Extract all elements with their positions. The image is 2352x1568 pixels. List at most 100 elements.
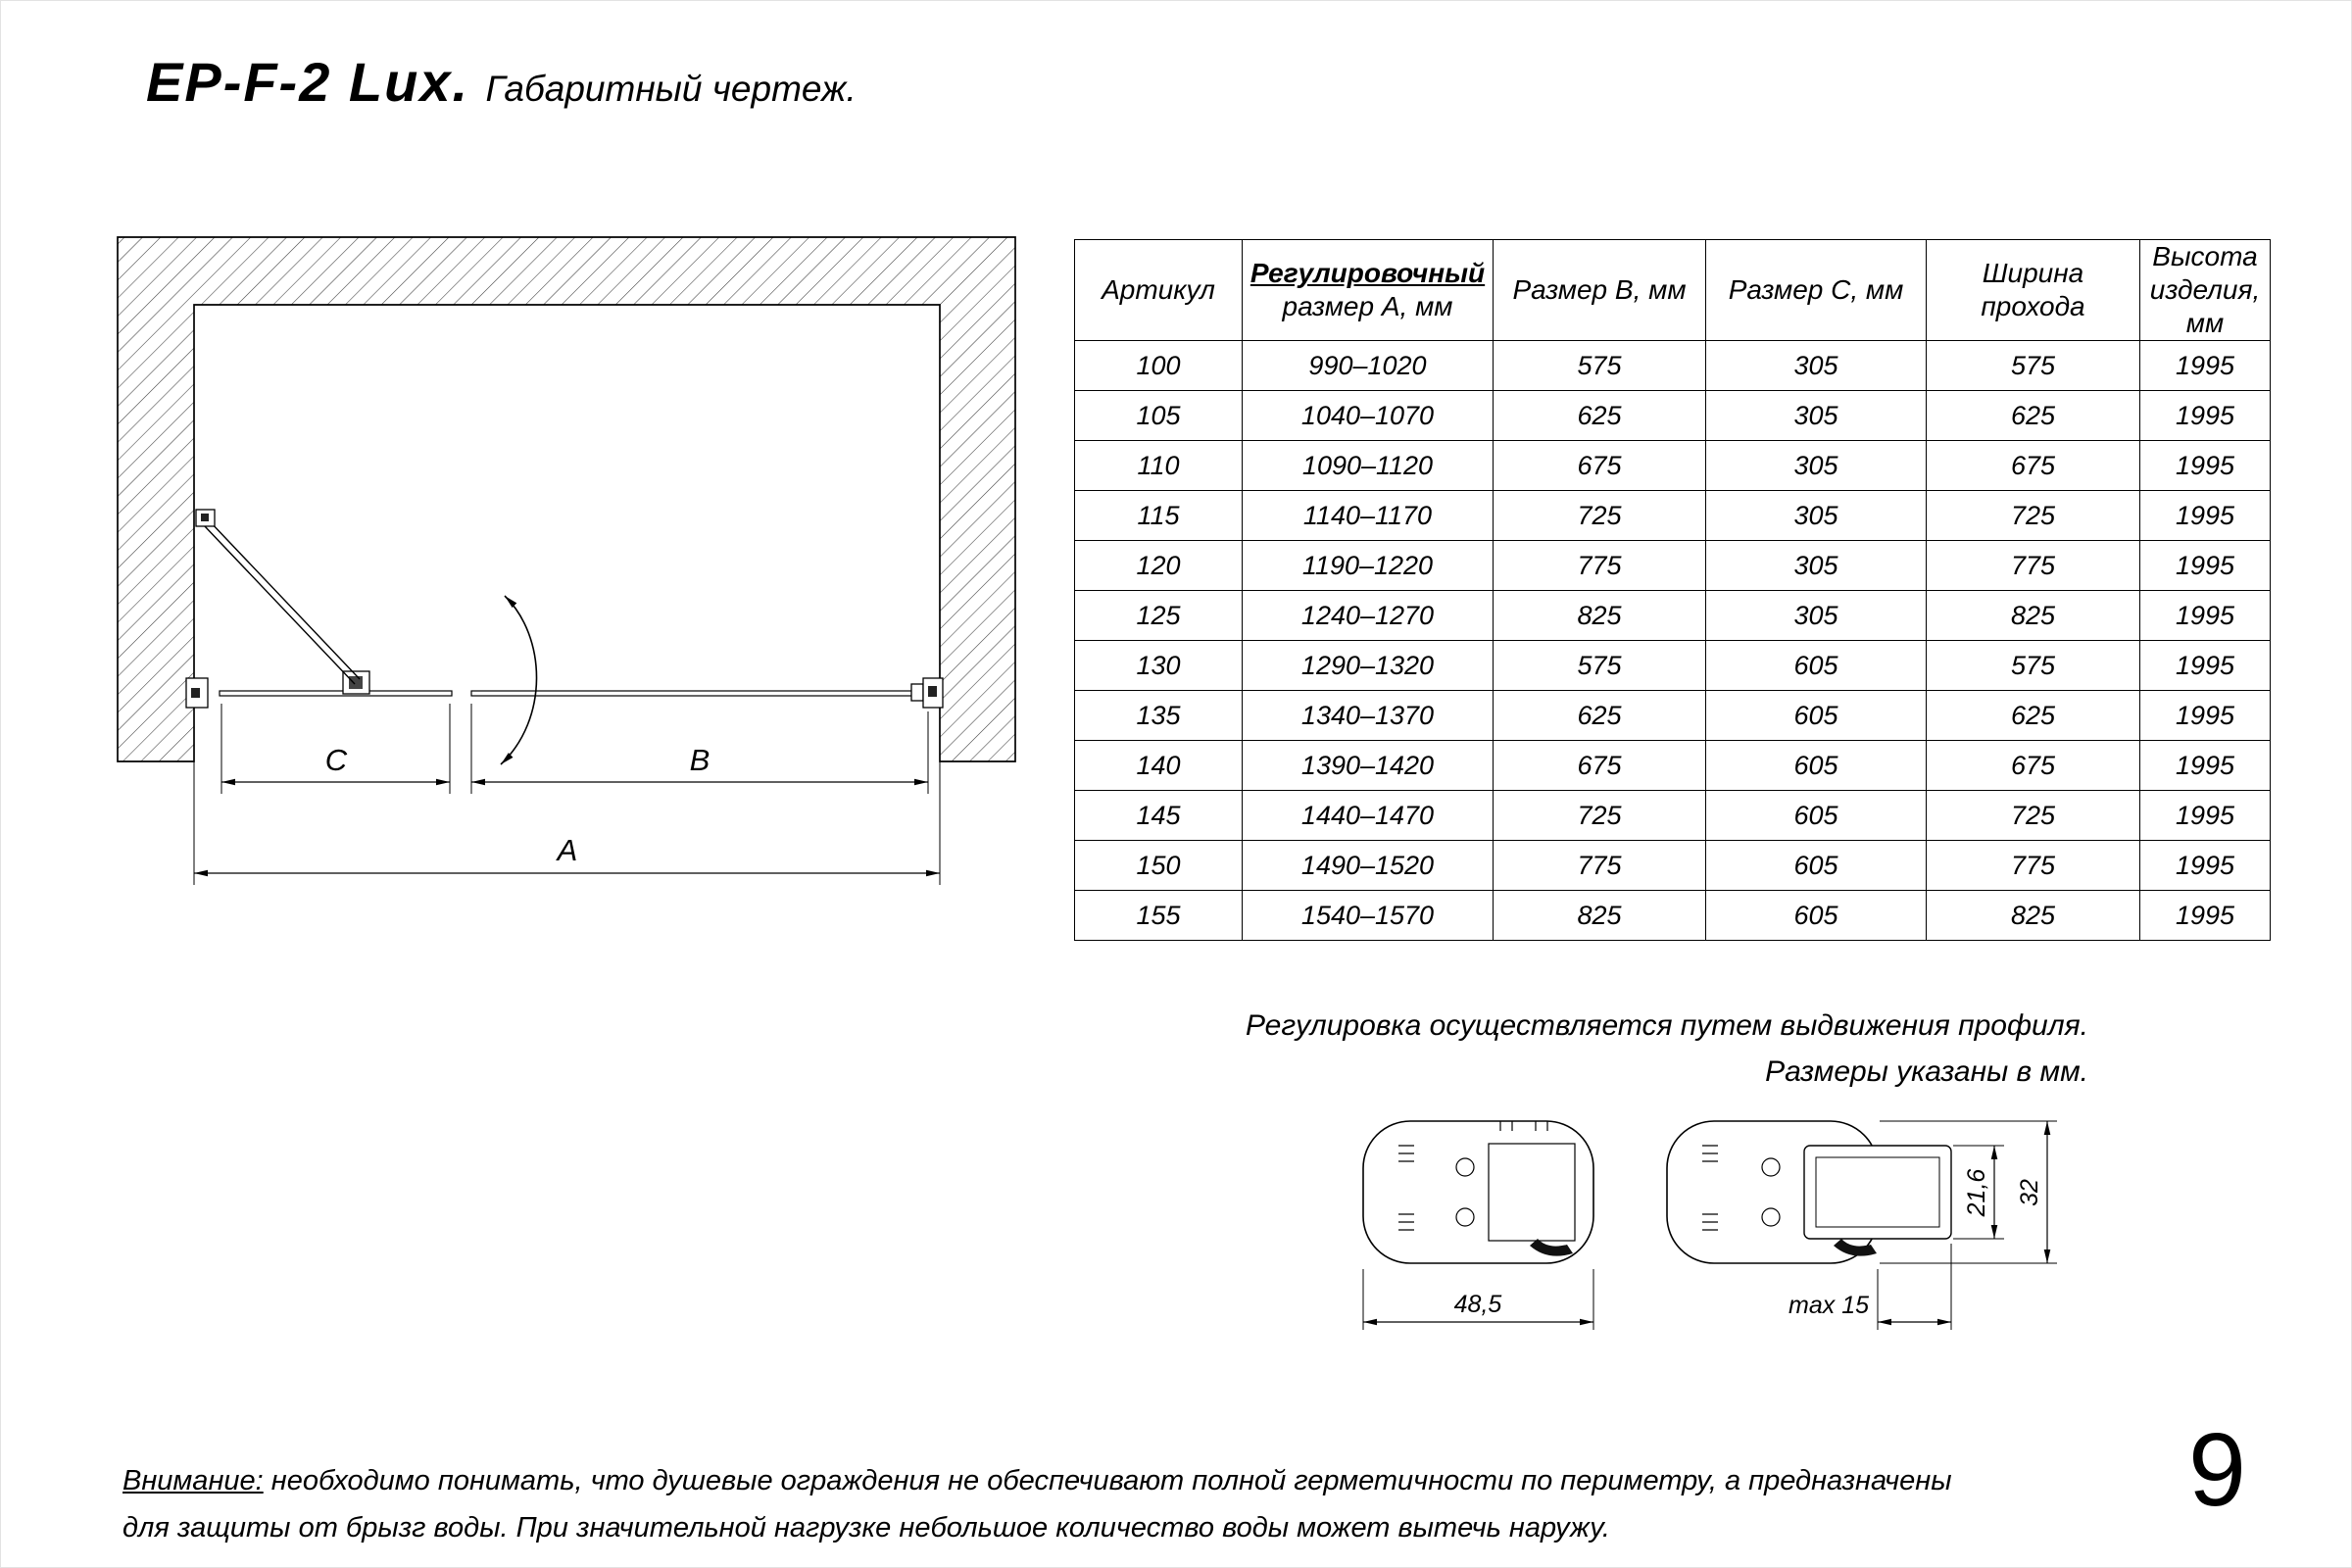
cell-size-c: 305 bbox=[1705, 340, 1927, 391]
col-size-c: Размер C, мм bbox=[1705, 239, 1927, 341]
warning-text-1: необходимо понимать, что душевые огражде… bbox=[263, 1465, 1952, 1496]
fixed-panel-c bbox=[219, 690, 453, 697]
cell-articul: 140 bbox=[1074, 740, 1243, 791]
col-size-b-label: Размер B, мм bbox=[1512, 274, 1687, 305]
cell-size-c: 305 bbox=[1705, 540, 1927, 591]
cell-size-b: 725 bbox=[1493, 490, 1706, 541]
col-adjust-size: Регулировочный размер A, мм bbox=[1242, 239, 1494, 341]
cell-height: 1995 bbox=[2139, 790, 2271, 841]
cell-size-c: 305 bbox=[1705, 440, 1927, 491]
cell-size-c: 305 bbox=[1705, 390, 1927, 441]
cell-height: 1995 bbox=[2139, 690, 2271, 741]
cell-articul: 110 bbox=[1074, 440, 1243, 491]
cell-articul: 125 bbox=[1074, 590, 1243, 641]
table-row: 130 1290–1320 575 605 575 1995 bbox=[1074, 640, 2271, 691]
profile-seal-2 bbox=[1834, 1239, 1877, 1256]
cell-height: 1995 bbox=[2139, 740, 2271, 791]
cell-adjust: 1290–1320 bbox=[1242, 640, 1494, 691]
swing-arrow bbox=[500, 595, 538, 765]
profile-seal-1 bbox=[1530, 1239, 1573, 1256]
cell-articul: 105 bbox=[1074, 390, 1243, 441]
wall-section bbox=[117, 236, 1016, 762]
table-header-row: Артикул Регулировочный размер A, мм Разм… bbox=[1074, 239, 2271, 341]
cell-size-b: 775 bbox=[1493, 540, 1706, 591]
col-size-c-label: Размер C, мм bbox=[1728, 274, 1904, 305]
cell-articul: 130 bbox=[1074, 640, 1243, 691]
dim-label-c: C bbox=[325, 743, 348, 777]
cell-passage: 725 bbox=[1926, 790, 2140, 841]
cell-height: 1995 bbox=[2139, 340, 2271, 391]
profile-section-extended bbox=[1666, 1120, 1952, 1264]
cell-size-b: 725 bbox=[1493, 790, 1706, 841]
col-articul: Артикул bbox=[1074, 239, 1243, 341]
cell-passage: 575 bbox=[1926, 340, 2140, 391]
cell-passage: 825 bbox=[1926, 590, 2140, 641]
plan-drawing: C B A bbox=[117, 236, 1016, 885]
cell-size-b: 575 bbox=[1493, 340, 1706, 391]
cell-size-b: 675 bbox=[1493, 740, 1706, 791]
cell-size-c: 605 bbox=[1705, 740, 1927, 791]
cell-passage: 625 bbox=[1926, 690, 2140, 741]
table-row: 150 1490–1520 775 605 775 1995 bbox=[1074, 840, 2271, 891]
door-panel-b bbox=[470, 690, 927, 697]
cell-size-c: 605 bbox=[1705, 640, 1927, 691]
spec-table: Артикул Регулировочный размер A, мм Разм… bbox=[1074, 239, 2271, 941]
table-row: 120 1190–1220 775 305 775 1995 bbox=[1074, 540, 2271, 591]
cell-articul: 120 bbox=[1074, 540, 1243, 591]
cell-height: 1995 bbox=[2139, 440, 2271, 491]
cell-adjust: 1090–1120 bbox=[1242, 440, 1494, 491]
profile2-max-label: max 15 bbox=[1788, 1292, 1869, 1319]
inner-height-label: 21,6 bbox=[1963, 1169, 1990, 1218]
cell-adjust: 1340–1370 bbox=[1242, 690, 1494, 741]
cell-passage: 675 bbox=[1926, 740, 2140, 791]
cell-passage: 675 bbox=[1926, 440, 2140, 491]
cell-size-b: 825 bbox=[1493, 890, 1706, 941]
cell-height: 1995 bbox=[2139, 540, 2271, 591]
table-row: 145 1440–1470 725 605 725 1995 bbox=[1074, 790, 2271, 841]
cell-articul: 145 bbox=[1074, 790, 1243, 841]
cell-size-b: 675 bbox=[1493, 440, 1706, 491]
cell-adjust: 1490–1520 bbox=[1242, 840, 1494, 891]
cell-height: 1995 bbox=[2139, 390, 2271, 441]
dimension-lines bbox=[194, 778, 940, 877]
note-line-2: Размеры указаны в мм. bbox=[1765, 1055, 2088, 1088]
table-row: 115 1140–1170 725 305 725 1995 bbox=[1074, 490, 2271, 541]
cell-passage: 825 bbox=[1926, 890, 2140, 941]
cell-passage: 625 bbox=[1926, 390, 2140, 441]
cell-articul: 100 bbox=[1074, 340, 1243, 391]
table-row: 140 1390–1420 675 605 675 1995 bbox=[1074, 740, 2271, 791]
col-passage-width: Ширина прохода bbox=[1926, 239, 2140, 341]
cell-passage: 725 bbox=[1926, 490, 2140, 541]
cell-adjust: 1190–1220 bbox=[1242, 540, 1494, 591]
outer-height-label: 32 bbox=[2016, 1179, 2043, 1206]
profile1-width-label: 48,5 bbox=[1454, 1291, 1502, 1318]
cell-articul: 135 bbox=[1074, 690, 1243, 741]
note-line-1: Регулировка осуществляется путем выдвиже… bbox=[1245, 1009, 2088, 1042]
table-row: 100 990–1020 575 305 575 1995 bbox=[1074, 340, 2271, 391]
table-row: 125 1240–1270 825 305 825 1995 bbox=[1074, 590, 2271, 641]
warning-line-2: для защиты от брызг воды. При значительн… bbox=[122, 1512, 1610, 1544]
cell-height: 1995 bbox=[2139, 840, 2271, 891]
cell-passage: 775 bbox=[1926, 840, 2140, 891]
col-height-label-1: Высота bbox=[2152, 241, 2258, 271]
product-code: EP-F-2 Lux. bbox=[146, 51, 470, 113]
cell-adjust: 1140–1170 bbox=[1242, 490, 1494, 541]
col-product-height: Высота изделия, мм bbox=[2139, 239, 2271, 341]
cell-size-c: 305 bbox=[1705, 590, 1927, 641]
col-height-label-3: мм bbox=[2185, 308, 2225, 338]
cell-size-c: 605 bbox=[1705, 890, 1927, 941]
cell-articul: 155 bbox=[1074, 890, 1243, 941]
cell-passage: 575 bbox=[1926, 640, 2140, 691]
adjustment-notes: Регулировка осуществляется путем выдвиже… bbox=[1246, 1003, 2088, 1095]
cell-adjust: 1390–1420 bbox=[1242, 740, 1494, 791]
col-passage-label-1: Ширина bbox=[1982, 258, 2084, 288]
cell-adjust: 1240–1270 bbox=[1242, 590, 1494, 641]
open-door-leaf bbox=[195, 509, 361, 685]
profile-section-closed bbox=[1362, 1120, 1594, 1264]
right-wall-bracket bbox=[910, 677, 944, 709]
cell-articul: 150 bbox=[1074, 840, 1243, 891]
table-row: 110 1090–1120 675 305 675 1995 bbox=[1074, 440, 2271, 491]
hinge-block bbox=[342, 670, 370, 695]
profile2-extension-lines bbox=[1877, 1244, 1952, 1330]
